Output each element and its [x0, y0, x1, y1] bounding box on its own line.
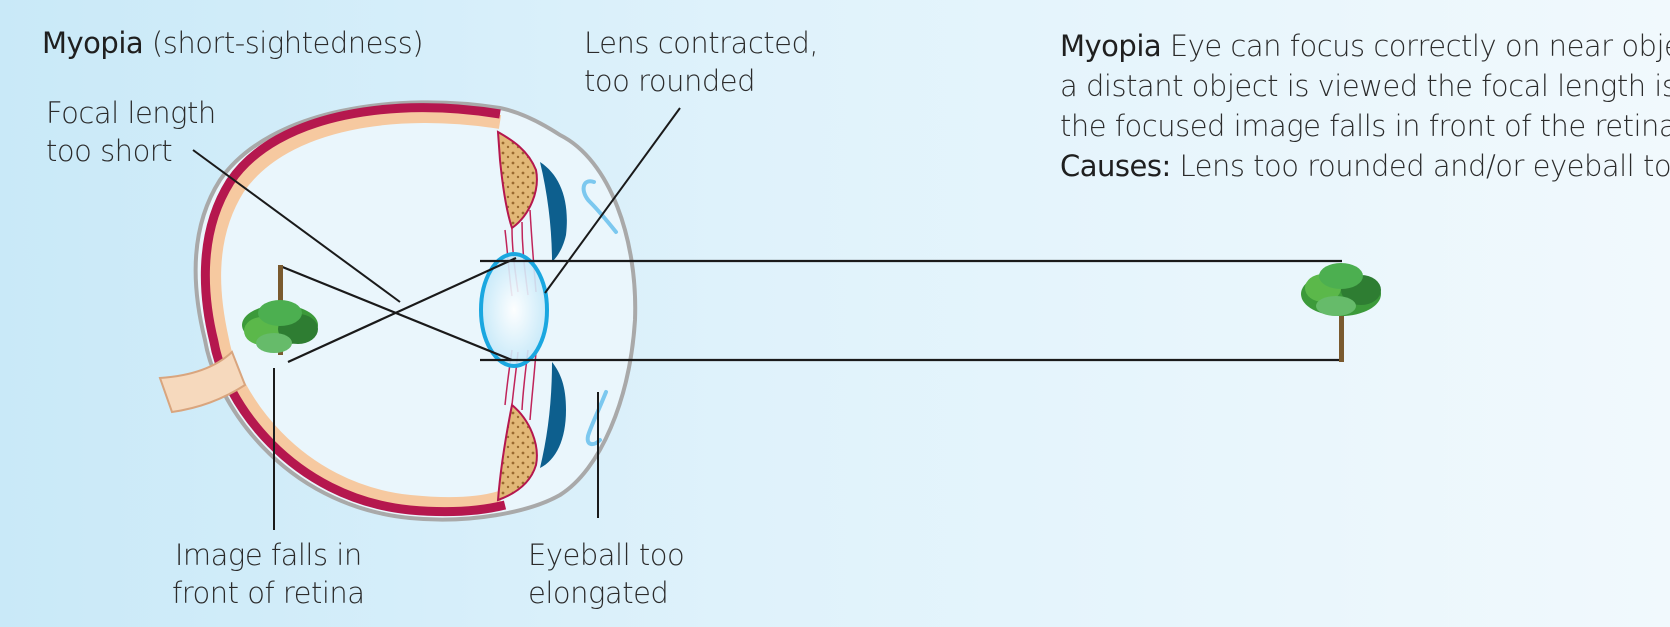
- description-line1: Eye can focus correctly on near objec: [1169, 29, 1670, 63]
- description-line4: Lens too rounded and/or eyeball too: [1179, 149, 1670, 183]
- label-eyeball-line1: Eyeball too: [528, 538, 685, 572]
- leader-lines: [192, 107, 681, 530]
- iris-bottom: [540, 362, 566, 468]
- ciliary-body-bottom: [496, 349, 538, 502]
- label-lens: Lens contracted, too rounded: [584, 24, 819, 100]
- description-bold-causes: Causes:: [1060, 149, 1171, 183]
- description-bold-myopia: Myopia: [1060, 29, 1162, 63]
- label-lens-line2: too rounded: [584, 64, 756, 98]
- inverted-tree-image: [242, 265, 318, 355]
- label-focal-line1: Focal length: [46, 96, 216, 130]
- title-bold: Myopia: [42, 26, 144, 60]
- label-focal-length: Focal length too short: [46, 94, 216, 170]
- choroid: [207, 109, 503, 512]
- label-eyeball-line2: elongated: [528, 576, 669, 610]
- lens: [479, 252, 549, 368]
- label-eyeball: Eyeball too elongated: [528, 536, 685, 612]
- diagram-title: Myopia (short-sightedness): [42, 24, 424, 62]
- light-rays: [279, 256, 1342, 364]
- label-focal-line2: too short: [46, 134, 173, 168]
- description-panel: Myopia Eye can focus correctly on near o…: [1060, 26, 1670, 186]
- description-line3: the focused image falls in front of the …: [1060, 109, 1670, 143]
- cornea-mark-bottom: [585, 390, 608, 447]
- optic-nerve: [158, 350, 247, 414]
- distant-tree: [1301, 263, 1381, 362]
- cornea-mark-top: [581, 179, 618, 234]
- iris-top: [540, 162, 567, 262]
- label-image-line2: front of retina: [172, 576, 365, 610]
- label-lens-line1: Lens contracted,: [584, 26, 819, 60]
- description-line2: a distant object is viewed the focal len…: [1060, 69, 1670, 103]
- label-image-position: Image falls in front of retina: [172, 536, 365, 612]
- title-rest: (short-sightedness): [151, 26, 424, 60]
- label-image-line1: Image falls in: [174, 538, 362, 572]
- retina: [200, 103, 507, 517]
